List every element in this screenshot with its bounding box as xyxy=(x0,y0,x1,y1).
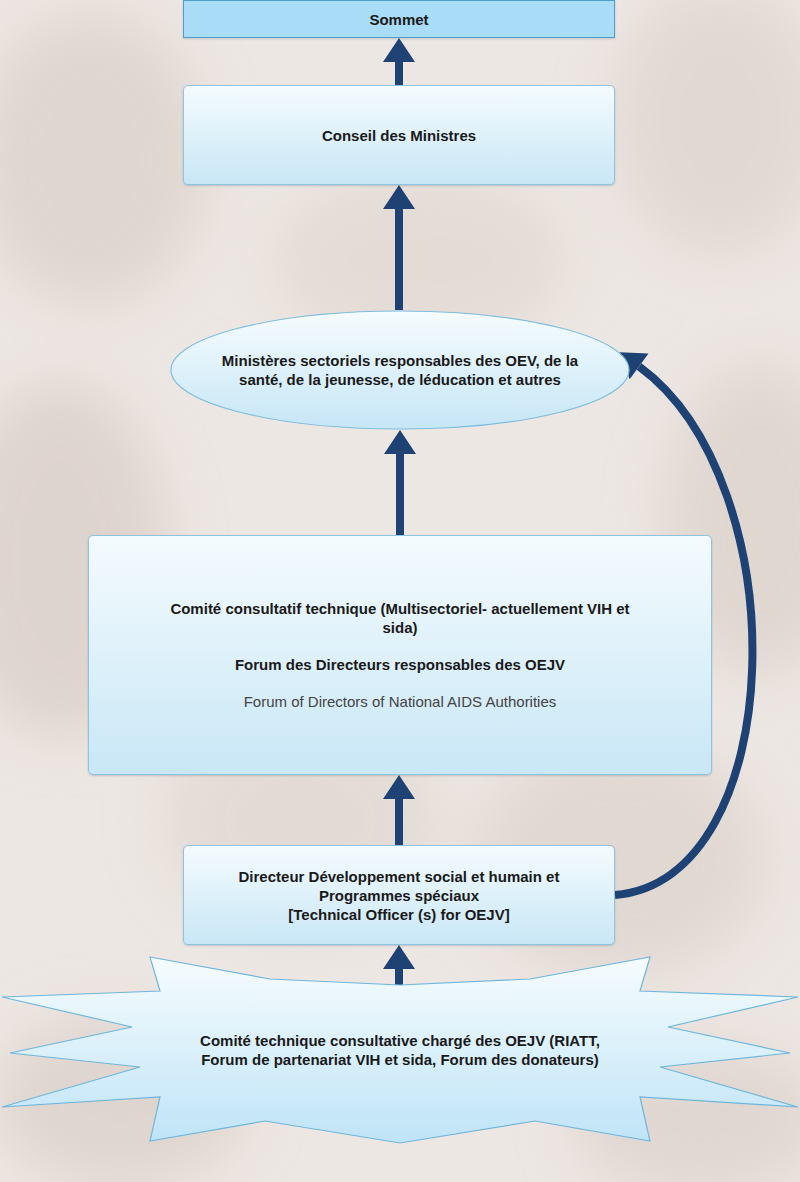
connector-arrow xyxy=(384,430,416,535)
node-content: Sommet xyxy=(369,10,428,29)
node-label: Sommet xyxy=(369,10,428,29)
summit-box: Sommet xyxy=(183,0,615,38)
connector-arrow xyxy=(383,775,415,845)
node-label: Forum of Directors of National AIDS Auth… xyxy=(244,692,557,711)
connector-shaft xyxy=(396,454,404,535)
node-label: Ministères sectoriels responsables des O… xyxy=(210,351,590,389)
node-label: [Technical Officer (s) for OEJV] xyxy=(288,905,509,924)
arrowhead xyxy=(384,430,416,454)
starburst-body xyxy=(2,957,798,1143)
connector-shaft xyxy=(395,799,403,845)
ministries-ellipse: Ministères sectoriels responsables des O… xyxy=(170,310,630,430)
arrowhead xyxy=(383,945,415,969)
node-content: Conseil des Ministres xyxy=(322,126,476,145)
node-label: Comité consultatif technique (Multisecto… xyxy=(165,599,635,637)
node-label: Forum des Directeurs responsables des OE… xyxy=(235,655,565,674)
node-content: Ministères sectoriels responsables des O… xyxy=(210,351,590,389)
arrowhead xyxy=(383,185,415,209)
node-content: Comité consultatif technique (Multisecto… xyxy=(165,599,635,711)
connector-arrow xyxy=(383,185,415,310)
connector-arrow xyxy=(383,945,415,985)
ellipse-outline xyxy=(170,310,630,430)
node-label: Conseil des Ministres xyxy=(322,126,476,145)
council-box: Conseil des Ministres xyxy=(183,85,615,185)
starburst-outline xyxy=(0,955,800,1145)
node-label: Directeur Développement social et humain… xyxy=(197,867,602,905)
connector-shaft xyxy=(395,62,403,85)
committee-box: Comité consultatif technique (Multisecto… xyxy=(88,535,712,775)
connector-shaft xyxy=(395,209,403,310)
ellipse-body xyxy=(171,311,629,429)
connector-shaft xyxy=(395,969,403,985)
node-content: Directeur Développement social et humain… xyxy=(197,867,602,924)
arrowhead xyxy=(383,775,415,799)
arrowhead xyxy=(383,38,415,62)
node-content: Comité technique consultative chargé des… xyxy=(185,1031,615,1069)
director-box: Directeur Développement social et humain… xyxy=(183,845,615,945)
starburst-shape: Comité technique consultative chargé des… xyxy=(0,955,800,1145)
node-label: Comité technique consultative chargé des… xyxy=(185,1031,615,1069)
connector-arrow xyxy=(383,38,415,85)
